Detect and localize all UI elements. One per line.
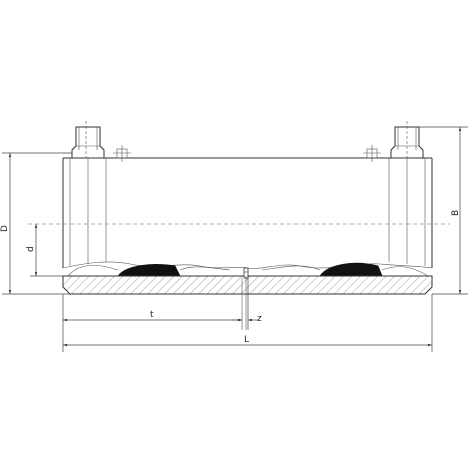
center-stop xyxy=(241,267,249,330)
label-D: D xyxy=(0,225,10,232)
label-t: t xyxy=(150,310,154,320)
dimension-D: D xyxy=(0,152,72,295)
dimension-z: z xyxy=(232,278,262,330)
dimension-L: L xyxy=(63,294,433,352)
wire-outline-right xyxy=(261,265,429,277)
label-L: L xyxy=(244,335,249,345)
dimension-t: t xyxy=(62,294,242,352)
coupler-body xyxy=(62,157,433,268)
label-B: B xyxy=(451,210,461,216)
label-z: z xyxy=(257,314,262,324)
wall-section-hatch xyxy=(62,275,433,295)
dimension-B: B xyxy=(419,126,468,295)
heating-wire-left xyxy=(117,264,181,277)
fusion-indicator-left xyxy=(113,145,131,162)
terminal-pin-right xyxy=(390,121,424,158)
fusion-indicator-right xyxy=(363,145,381,162)
wire-outline-left xyxy=(67,265,231,277)
dimension-d: d xyxy=(26,224,63,277)
label-d: d xyxy=(26,246,36,252)
heating-wire-right xyxy=(319,262,383,277)
terminal-pin-left xyxy=(71,121,105,158)
